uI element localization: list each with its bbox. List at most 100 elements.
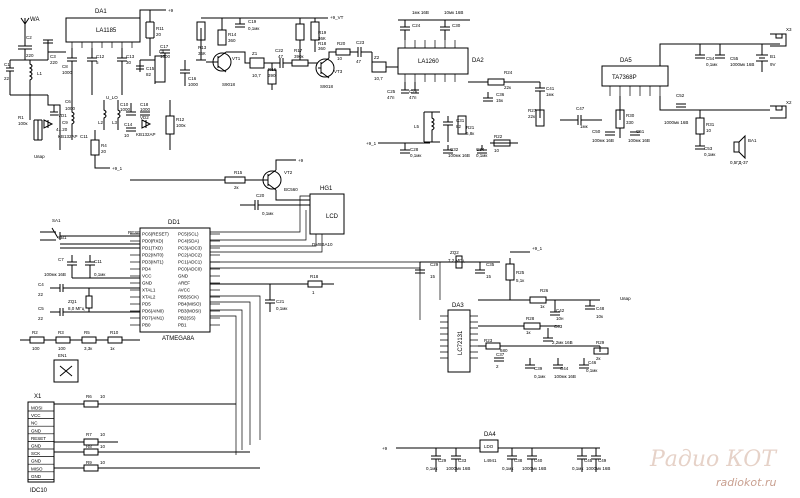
c43-value: 2,2мк 16В — [552, 340, 573, 345]
c55-label: C55 — [730, 56, 739, 61]
da3-label: DA3 — [452, 303, 464, 309]
da5-chip — [601, 65, 669, 87]
da4-chip — [479, 439, 499, 453]
reset-label: RESET — [128, 230, 143, 235]
vd2-label: VD2 — [140, 115, 149, 120]
l5-label: L5 — [414, 124, 420, 129]
r27-value: 22к — [528, 114, 535, 119]
r18mcu-value: 1 — [312, 290, 315, 295]
r26-label: R26 — [540, 288, 549, 293]
vt1-label: VT1 — [232, 56, 241, 61]
c10-value: 1000 — [120, 107, 131, 112]
c9-value: 4...20 — [56, 127, 68, 132]
r22-label: R22 — [494, 134, 503, 139]
c48-value: 10к — [596, 314, 603, 319]
x1-pin-label: GND — [31, 444, 42, 449]
z1-filter — [249, 57, 265, 69]
r17-value: 390к — [294, 54, 304, 59]
da5-part: TA7368P — [612, 75, 637, 81]
c14-label: C14 — [124, 122, 133, 127]
c28-label: C28 — [410, 147, 419, 152]
r16-label: R16 — [268, 67, 277, 72]
c20-value: 0,1мк — [262, 211, 273, 216]
plus9-mcu: +9 — [298, 158, 304, 163]
c22-value: 47 — [278, 54, 284, 59]
hg1-label: HG1 — [320, 186, 333, 192]
plus9vt-label: +9_VT — [330, 15, 344, 20]
r29-label: R29 — [596, 340, 605, 345]
x1-pin-label: GND — [31, 474, 42, 479]
c25-label: C25 — [387, 89, 396, 94]
power-cap-symbol — [527, 448, 537, 472]
vd1-label: VD1 — [58, 113, 67, 118]
plus9-rf-b: +9_1 — [112, 166, 123, 171]
x1-pin-label: MISO — [31, 466, 43, 471]
c8-value: 1000 — [62, 70, 73, 75]
ba1-label: BA1 — [748, 138, 757, 143]
c34-value: 0,1мк — [476, 153, 487, 158]
dd1-left-pin-label: PD5 — [142, 302, 151, 307]
c30-label: C30 — [452, 23, 461, 28]
c18-value: 1000 — [140, 107, 151, 112]
c15-value: 82 — [146, 72, 152, 77]
c32-label: C32 — [450, 147, 459, 152]
plus9-power: +9 — [382, 446, 388, 451]
dd1-part: ATMEGA8A — [162, 336, 194, 342]
power-cap-value: 1000мк 16В — [522, 466, 546, 471]
c14-value: 10 — [124, 133, 130, 138]
mcu-section: +9 VT2 BC560 R15 2к HG1 LCD DM8BA10 C20 … — [20, 158, 441, 455]
r1-label: R1 — [18, 115, 24, 120]
c47-label: C47 — [576, 106, 585, 111]
c30-value: 10мк 16В — [444, 10, 463, 15]
c32-value: 100мк 16В — [448, 153, 470, 158]
x1-pin-label: RESET — [31, 436, 46, 441]
da1-part: LA1185 — [96, 28, 117, 34]
c24-label: C24 — [412, 23, 421, 28]
c36-value: 15к — [496, 98, 503, 103]
dd1-left-pin-label: PC6(RESET) — [142, 232, 169, 237]
c31-label: C31 — [456, 118, 465, 123]
if-section: R13 36К R14 360 C19 0,1мк VT1 S9018 Z1 1… — [196, 15, 398, 90]
c17-label: C17 — [160, 44, 169, 49]
sa1-label: SA1 — [52, 218, 61, 223]
watermark-url: radiokot.ru — [716, 476, 776, 489]
r25-value: 5,1к — [516, 278, 524, 283]
power-cap-label: C45 — [584, 458, 593, 463]
c39-value: 0,1мк — [534, 374, 545, 379]
c44-label: C44 — [560, 366, 569, 371]
r9-label: R9 — [86, 460, 92, 465]
dd1-left-pin-label: XTAL1 — [142, 288, 156, 293]
vt1-part: S9018 — [222, 82, 236, 87]
c2-label: C2 — [26, 35, 32, 40]
r14-label: R14 — [228, 32, 237, 37]
da4-label: DA4 — [484, 432, 496, 438]
r31-label: R31 — [706, 122, 715, 127]
r12-value: 100к — [176, 123, 186, 128]
c12-label: C12 — [96, 54, 105, 59]
r7-label: R7 — [86, 432, 92, 437]
audio-section: DA5 TA7368P C54 0,1мк C55 1000мк 16В B1 … — [560, 27, 792, 165]
c43-label: C43 — [554, 324, 563, 329]
speaker-icon — [733, 141, 740, 153]
r10-value: 1к — [110, 346, 115, 351]
x1-label: X1 — [34, 394, 42, 400]
zq1-value: 8,0 МГц — [68, 306, 85, 311]
z1-label: Z1 — [252, 51, 258, 56]
vd2-part: KB132AP — [136, 132, 156, 137]
zq2-value: 7,2 МГц — [448, 258, 465, 263]
en1-label: EN1 — [58, 353, 67, 358]
power-cap-label: C40 — [534, 458, 543, 463]
c54-label: C54 — [706, 56, 715, 61]
r15-label: R15 — [234, 170, 243, 175]
b1-label: B1 — [770, 54, 776, 59]
hg1-part: DM8BA10 — [312, 242, 333, 247]
z2-label: Z2 — [374, 55, 380, 60]
c35-label: C35 — [486, 262, 495, 267]
x1-pin-label: GND — [31, 428, 42, 433]
c52-value: 1000мк 16В — [664, 120, 688, 125]
r20-label: R20 — [337, 41, 346, 46]
uvar-synth: Uвар — [620, 296, 631, 301]
x1-pin-label: NC — [31, 421, 38, 426]
antenna-label: WA — [30, 17, 39, 23]
